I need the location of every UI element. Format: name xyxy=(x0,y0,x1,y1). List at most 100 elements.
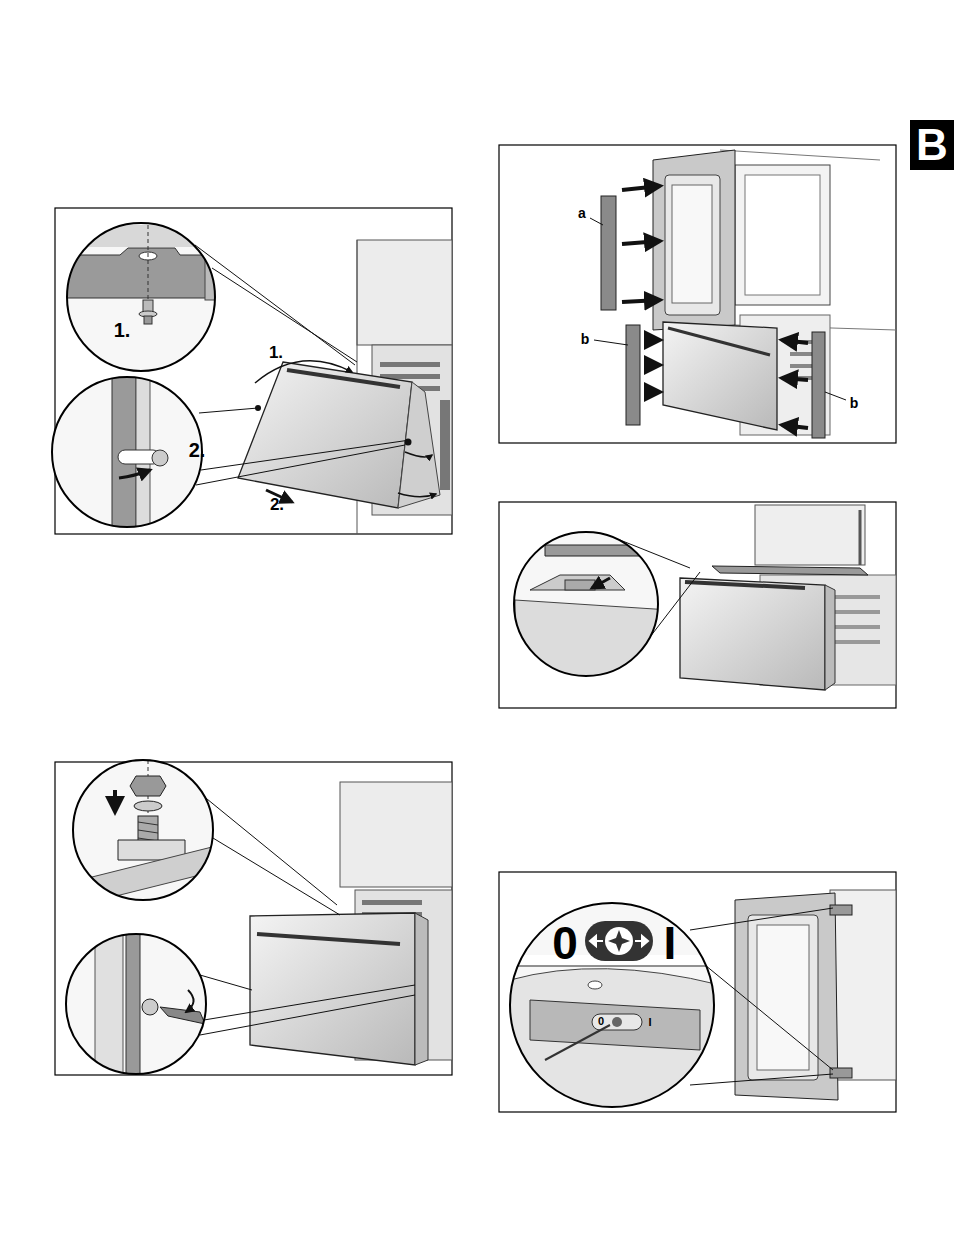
step-number: 2. xyxy=(270,496,284,513)
illustration-part xyxy=(138,830,158,833)
illustration-part xyxy=(585,921,653,961)
illustration-part xyxy=(757,925,809,1070)
illustration-part xyxy=(712,566,868,575)
illustration-part xyxy=(201,440,410,470)
illustration-part xyxy=(287,370,400,387)
illustration-part xyxy=(199,408,258,413)
illustration-part xyxy=(590,218,603,225)
illustration-part xyxy=(113,790,117,812)
illustration-part xyxy=(505,900,725,1120)
illustration-part xyxy=(148,225,149,300)
illustration-part xyxy=(859,510,862,565)
illustration-part xyxy=(257,934,400,944)
illustration-part xyxy=(95,930,123,1080)
illustration-part xyxy=(60,930,220,1080)
section-tab: B xyxy=(910,120,954,170)
illustration-part xyxy=(67,223,215,371)
illustration-part xyxy=(635,936,648,946)
illustration-part xyxy=(398,493,436,497)
illustration-part xyxy=(622,241,660,244)
illustration-part xyxy=(134,801,162,811)
illustration-part xyxy=(590,936,603,946)
illustration-part xyxy=(238,362,412,508)
illustration-part xyxy=(340,782,452,887)
illustration-part xyxy=(73,760,213,900)
illustration-part xyxy=(835,640,880,644)
illustration-part xyxy=(825,392,846,400)
illustration-part xyxy=(622,300,660,302)
illustration-part xyxy=(195,245,410,485)
illustration-part xyxy=(55,208,452,534)
illustration-part xyxy=(52,377,202,527)
illustration-part xyxy=(592,578,610,588)
illustration-part xyxy=(196,790,337,905)
illustration-part xyxy=(208,835,340,915)
illustration-part xyxy=(255,361,352,383)
illustration-part xyxy=(665,175,720,315)
illustration-part xyxy=(592,1014,642,1030)
illustration-part xyxy=(835,610,880,614)
part-letter: a xyxy=(578,206,586,220)
step-number: 1. xyxy=(114,320,131,340)
step-number: 1. xyxy=(269,344,283,361)
illustration-part xyxy=(530,1000,700,1050)
illustration-part xyxy=(200,975,252,990)
illustration-part xyxy=(835,595,880,599)
illustration-part xyxy=(196,790,415,1035)
illustration-part xyxy=(612,1017,622,1027)
illustration-part xyxy=(499,502,896,708)
panel-door-removal xyxy=(50,208,452,535)
illustration-part xyxy=(835,625,880,629)
switch-label: I xyxy=(664,920,677,966)
illustration-part xyxy=(255,405,261,411)
illustration-part xyxy=(745,175,820,295)
illustration-part xyxy=(622,186,660,302)
illustration-part xyxy=(782,340,808,343)
illustration-part xyxy=(60,220,230,380)
illustration-part xyxy=(622,186,660,190)
illustration-part xyxy=(50,375,210,535)
illustration-part xyxy=(590,936,648,946)
illustration-part xyxy=(212,268,357,362)
illustration-part xyxy=(195,245,355,365)
illustration-part xyxy=(663,322,777,430)
illustration-part xyxy=(499,145,896,443)
illustration-part xyxy=(510,530,670,680)
illustration-part xyxy=(720,150,896,330)
illustration-part xyxy=(755,505,865,565)
illustration-part xyxy=(825,585,835,690)
illustration-part xyxy=(60,930,220,1080)
switch-label: I xyxy=(648,1017,651,1028)
illustration-part xyxy=(515,600,670,680)
illustration-part xyxy=(60,220,230,380)
illustration-part xyxy=(545,545,670,556)
illustration-part xyxy=(505,900,730,1120)
illustration-part xyxy=(645,363,660,367)
illustration-part xyxy=(152,450,168,466)
illustration-part xyxy=(690,908,833,930)
illustration-part xyxy=(690,1074,833,1085)
panel-fixing xyxy=(55,760,452,1080)
illustration-part xyxy=(782,378,808,380)
illustration-part xyxy=(812,332,825,438)
panel-handles xyxy=(499,145,896,443)
illustration-part xyxy=(608,930,630,952)
illustration-part xyxy=(50,375,210,535)
illustration-part xyxy=(672,185,712,303)
illustration-part xyxy=(440,400,450,490)
illustration-part xyxy=(142,999,158,1015)
tab-letter: B xyxy=(916,123,948,167)
illustration-part xyxy=(144,316,152,324)
illustration-part xyxy=(735,165,830,305)
part-letter: b xyxy=(850,396,859,410)
illustration-part xyxy=(685,582,805,588)
illustration-part xyxy=(601,196,616,310)
illustration-part xyxy=(830,1068,852,1078)
illustration-part xyxy=(66,934,206,1074)
illustration-part xyxy=(196,445,405,485)
illustration-part xyxy=(735,893,838,1100)
illustration-part xyxy=(70,760,220,905)
illustration-part xyxy=(835,595,880,644)
